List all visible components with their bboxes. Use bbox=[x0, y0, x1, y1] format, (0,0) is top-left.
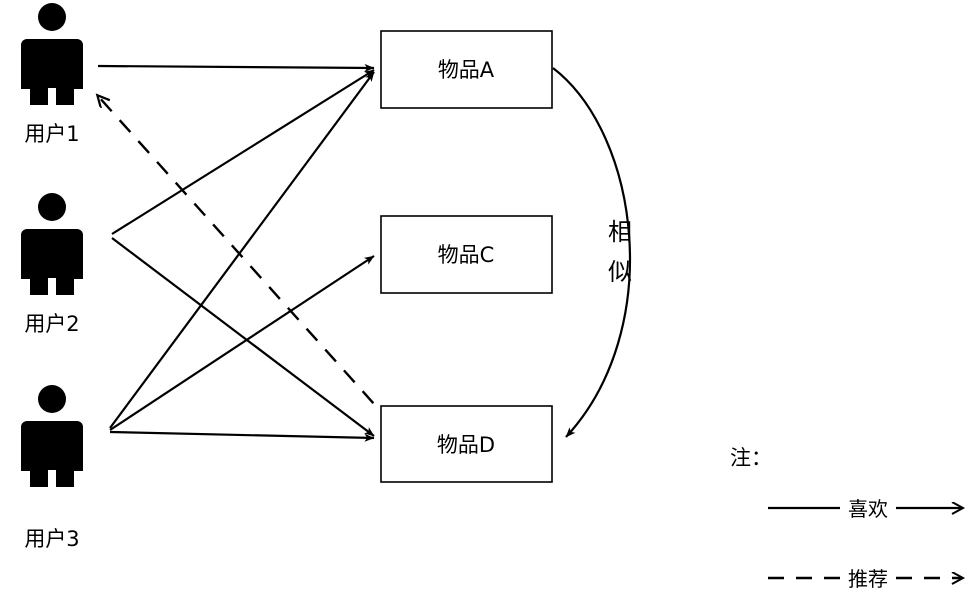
user-node-1-label: 用户1 bbox=[24, 122, 79, 146]
legend-like-label: 喜欢 bbox=[848, 497, 888, 521]
item-node-A-label: 物品A bbox=[438, 58, 495, 82]
legend-recommend-label: 推荐 bbox=[848, 567, 888, 591]
item-node-A-box bbox=[380, 30, 553, 109]
similarity-label-char-1: 相 bbox=[608, 218, 632, 246]
item-node-C[interactable]: 物品C bbox=[380, 215, 553, 294]
item-node-C-box bbox=[380, 215, 553, 294]
edge-user2-itemD bbox=[111, 237, 375, 437]
legend-entry-like: 喜欢 bbox=[768, 497, 962, 521]
edge-user2-itemA bbox=[111, 69, 375, 235]
item-node-D-label: 物品D bbox=[437, 433, 495, 457]
user-node-3[interactable]: 用户3 bbox=[21, 385, 83, 551]
legend-entry-recommend: 推荐 bbox=[768, 567, 962, 591]
edge-user3-itemA bbox=[109, 71, 375, 429]
user-node-2[interactable]: 用户2 bbox=[21, 193, 83, 336]
edge-user1-itemA bbox=[97, 63, 375, 72]
user-node-3-label: 用户3 bbox=[24, 527, 79, 551]
person-icon bbox=[21, 193, 83, 295]
person-icon bbox=[21, 385, 83, 487]
user-node-1[interactable]: 用户1 bbox=[21, 3, 83, 146]
similarity-label-char-2: 似 bbox=[608, 258, 632, 286]
legend-title: 注： bbox=[730, 446, 772, 470]
item-node-D[interactable]: 物品D bbox=[380, 405, 553, 483]
legend: 注： 喜欢 推荐 bbox=[730, 446, 962, 591]
edge-itemA-itemD-similar bbox=[552, 67, 632, 438]
edge-user3-itemC bbox=[109, 255, 375, 431]
edge-user3-itemD bbox=[109, 430, 375, 442]
person-icon bbox=[21, 3, 83, 105]
user-node-2-label: 用户2 bbox=[24, 312, 79, 336]
item-node-A[interactable]: 物品A bbox=[380, 30, 553, 109]
item-node-C-label: 物品C bbox=[438, 243, 495, 267]
edge-itemD-user1-recommend bbox=[98, 96, 393, 425]
item-node-D-box bbox=[380, 405, 553, 483]
